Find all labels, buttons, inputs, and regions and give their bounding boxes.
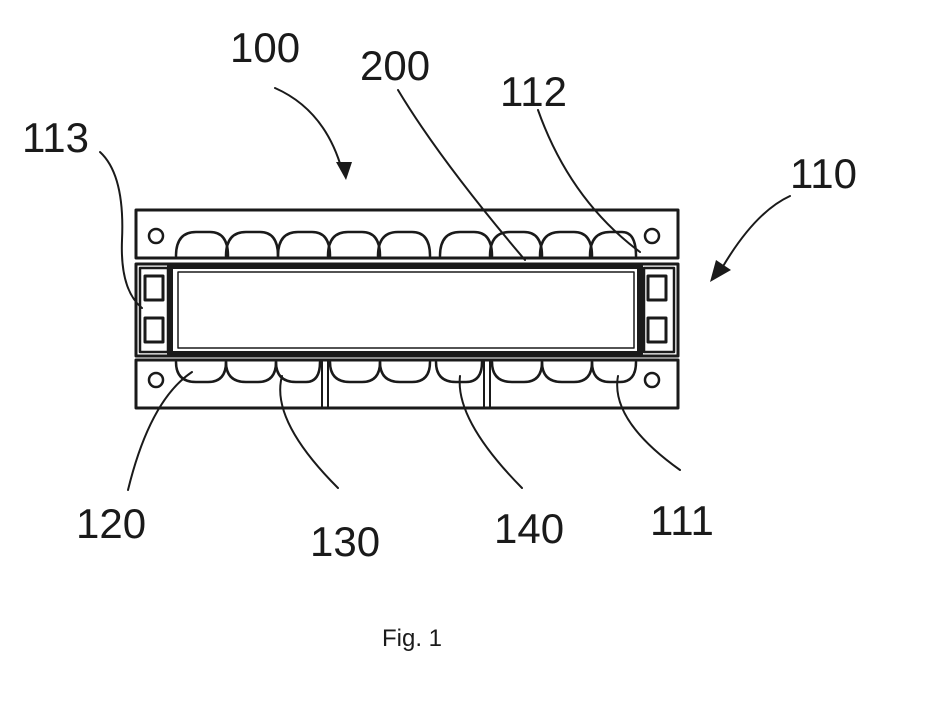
leader-112 <box>538 110 640 252</box>
label-120: 120 <box>76 500 146 547</box>
label-110: 110 <box>790 150 857 197</box>
middle-frame <box>136 264 678 356</box>
arrowhead-110-icon <box>710 260 731 282</box>
label-200: 200 <box>360 42 430 89</box>
label-111: 111 <box>650 497 714 544</box>
reference-numerals: 100 200 112 113 110 120 130 140 111 <box>22 24 857 565</box>
top-bumps <box>176 232 636 256</box>
arrowhead-100-icon <box>336 162 352 180</box>
label-140: 140 <box>494 505 564 552</box>
leader-100 <box>275 88 342 170</box>
leader-111 <box>617 376 680 470</box>
label-100: 100 <box>230 24 300 71</box>
right-connector-block <box>644 268 674 352</box>
figure-caption: Fig. 1 <box>382 625 442 652</box>
leader-130 <box>280 376 338 488</box>
left-connector-block <box>140 268 168 352</box>
leader-120 <box>128 372 192 490</box>
label-130: 130 <box>310 518 380 565</box>
leader-200 <box>398 90 525 260</box>
bottom-rail <box>136 360 678 408</box>
leader-lines <box>100 88 790 490</box>
label-112: 112 <box>500 68 567 115</box>
bottom-bumps <box>176 362 636 382</box>
leader-110 <box>722 196 790 268</box>
label-113: 113 <box>22 114 89 161</box>
